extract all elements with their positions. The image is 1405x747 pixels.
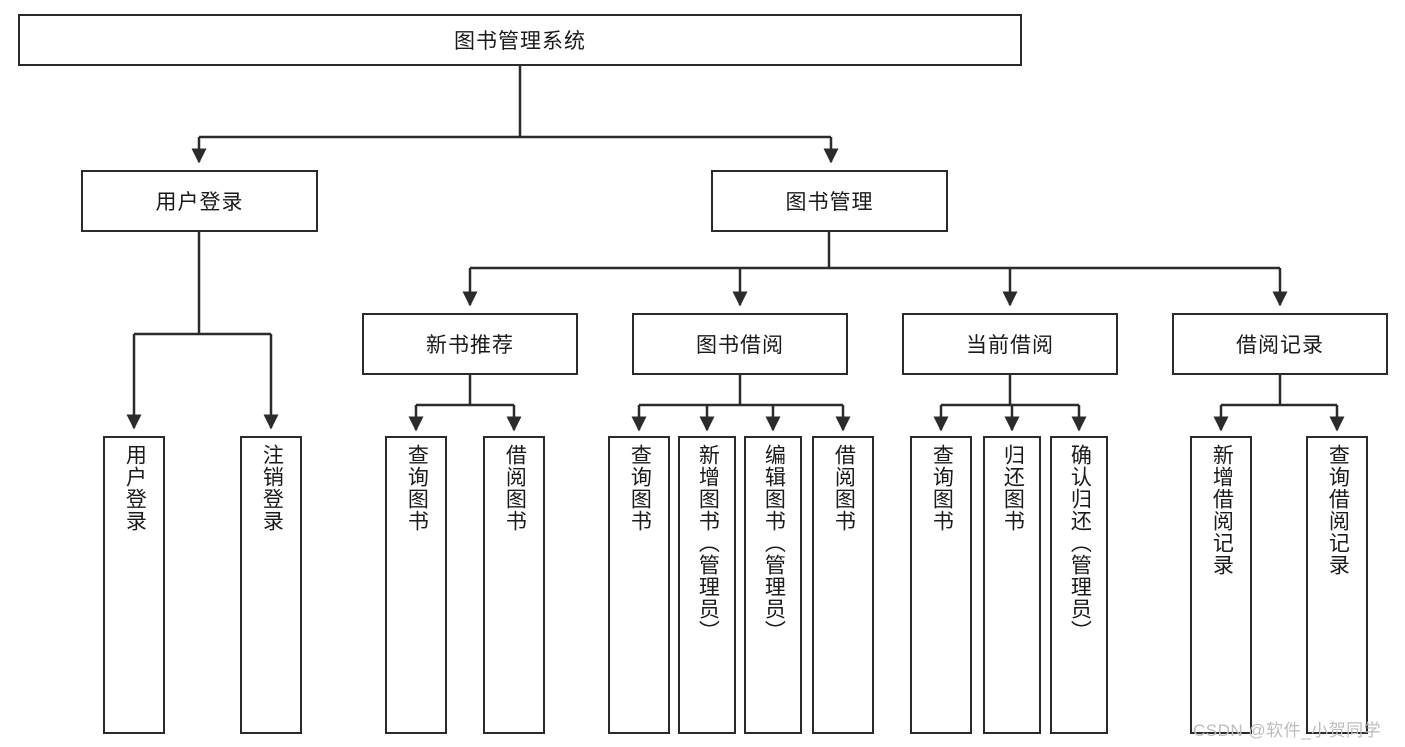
node-label: 借阅记录 <box>1236 334 1324 357</box>
leaf-query-borrow-record[interactable]: 查询借阅记录 <box>1306 436 1368 734</box>
leaf-query-book-recommend[interactable]: 查询图书 <box>385 436 447 734</box>
leaf-add-borrow-record[interactable]: 新增借阅记录 <box>1190 436 1252 734</box>
leaf-user-login[interactable]: 用户登录 <box>103 436 165 734</box>
node-label: 图书管理 <box>785 191 874 214</box>
node-book-borrow[interactable]: 图书借阅 <box>632 313 848 375</box>
node-label: 编辑图书（管理员） <box>762 444 786 642</box>
node-root[interactable]: 图书管理系统 <box>18 14 1022 66</box>
node-label: 图书借阅 <box>696 334 784 357</box>
node-label: 查询图书 <box>930 444 954 532</box>
node-new-book-recommend[interactable]: 新书推荐 <box>362 313 578 375</box>
leaf-logout[interactable]: 注销登录 <box>240 436 302 734</box>
node-label: 确认归还（管理员） <box>1068 444 1092 642</box>
node-borrow-record[interactable]: 借阅记录 <box>1172 313 1388 375</box>
node-label: 归还图书 <box>1001 444 1025 532</box>
leaf-return-book[interactable]: 归还图书 <box>983 436 1041 734</box>
csdn-watermark: CSDN @软件_小贺同学 <box>1193 721 1382 740</box>
node-label: 查询图书 <box>405 444 429 532</box>
node-label: 查询借阅记录 <box>1326 444 1350 576</box>
node-label: 用户登录 <box>123 444 147 532</box>
leaf-confirm-return-admin[interactable]: 确认归还（管理员） <box>1050 436 1108 734</box>
leaf-query-book-borrow[interactable]: 查询图书 <box>608 436 670 734</box>
node-label: 新增借阅记录 <box>1210 444 1234 576</box>
node-label: 新书推荐 <box>426 334 514 357</box>
node-label: 借阅图书 <box>503 444 527 532</box>
leaf-edit-book-admin[interactable]: 编辑图书（管理员） <box>744 436 802 734</box>
node-label: 新增图书（管理员） <box>696 444 720 642</box>
leaf-borrow-book[interactable]: 借阅图书 <box>812 436 874 734</box>
node-current-borrow[interactable]: 当前借阅 <box>902 313 1118 375</box>
node-label: 查询图书 <box>628 444 652 532</box>
node-label: 借阅图书 <box>832 444 856 532</box>
leaf-add-book-admin[interactable]: 新增图书（管理员） <box>678 436 736 734</box>
node-user-login[interactable]: 用户登录 <box>81 170 318 232</box>
node-label: 用户登录 <box>155 191 244 214</box>
leaf-query-book-current[interactable]: 查询图书 <box>910 436 972 734</box>
node-label: 注销登录 <box>260 444 284 532</box>
node-label: 图书管理系统 <box>454 30 586 53</box>
node-book-management[interactable]: 图书管理 <box>711 170 948 232</box>
node-label: 当前借阅 <box>966 334 1054 357</box>
leaf-borrow-book-recommend[interactable]: 借阅图书 <box>483 436 545 734</box>
